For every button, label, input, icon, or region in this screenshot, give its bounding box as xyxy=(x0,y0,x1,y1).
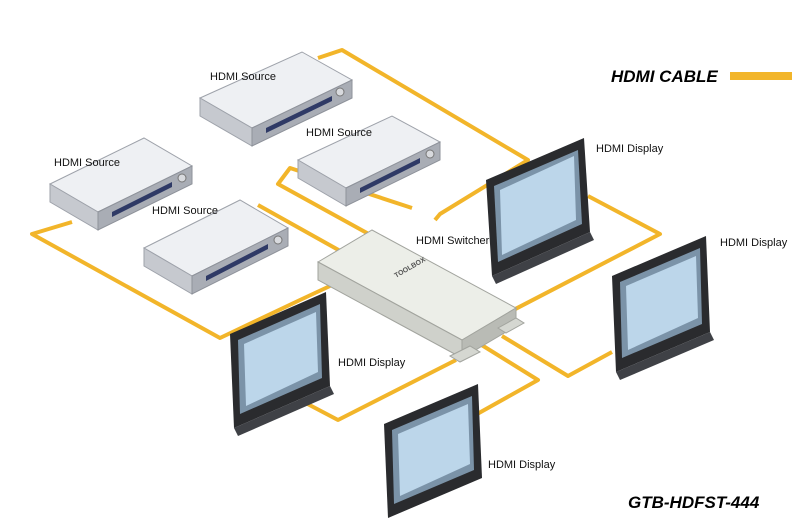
hdmi-source-c[interactable] xyxy=(48,137,194,231)
legend-cable-label: HDMI CABLE xyxy=(611,67,718,86)
source-label-a: HDMI Source xyxy=(210,71,276,83)
hdmi-display-top-right[interactable] xyxy=(486,138,594,284)
source-label-d: HDMI Source xyxy=(152,205,218,217)
hdmi-source-d[interactable] xyxy=(142,199,290,295)
hdmi-source-a[interactable] xyxy=(198,51,354,147)
cable-display-r xyxy=(500,334,613,378)
source-label-c: HDMI Source xyxy=(54,157,120,169)
hdmi-display-left[interactable] xyxy=(230,292,334,436)
hdmi-source-b[interactable] xyxy=(296,115,442,207)
hdmi-display-bottom[interactable] xyxy=(384,384,482,518)
cable-display-l xyxy=(299,358,457,422)
cable-source-c xyxy=(30,220,331,340)
legend-cable-swatch xyxy=(730,72,792,80)
cable-source-a xyxy=(317,48,530,222)
model-number: GTB-HDFST-444 xyxy=(628,493,760,512)
cable-display-tr xyxy=(497,194,662,320)
hdmi-display-right[interactable] xyxy=(612,236,714,380)
display-label-right: HDMI Display xyxy=(720,237,788,249)
hdmi-switcher[interactable]: TOOLBOX xyxy=(316,229,525,363)
source-label-b: HDMI Source xyxy=(306,127,372,139)
cable-display-b xyxy=(469,342,540,420)
display-label-left: HDMI Display xyxy=(338,357,406,369)
display-label-bottom: HDMI Display xyxy=(488,459,556,471)
legend: HDMI CABLE xyxy=(611,67,792,86)
switcher-label: HDMI Switcher xyxy=(416,235,490,247)
display-label-top-right: HDMI Display xyxy=(596,143,664,155)
